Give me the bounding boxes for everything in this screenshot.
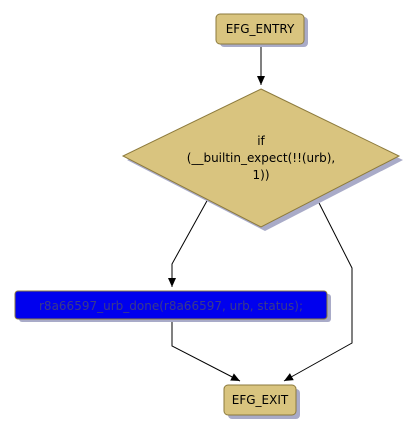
condition-node[interactable]: if (__builtin_expect(!!(urb), 1)) [121,88,403,231]
entry-node-box [215,13,305,45]
exit-node-box [223,384,297,416]
condition-line-2: (__builtin_expect(!!(urb), [187,151,335,165]
entry-node-label: EFG_ENTRY [226,22,295,36]
entry-node[interactable]: EFG_ENTRY [215,13,308,47]
edge-condition-to-exit [283,198,353,382]
edge-call-to-exit [171,321,241,382]
call-node[interactable]: r8a66597_urb_done(r8a66597, urb, status)… [14,290,331,322]
condition-node-diamond [121,88,401,228]
condition-line-1: if [257,134,265,148]
exit-node-label: EFG_EXIT [232,393,289,407]
condition-line-3: 1)) [253,168,270,182]
exit-node[interactable]: EFG_EXIT [223,384,300,419]
call-node-label: r8a66597_urb_done(r8a66597, urb, status)… [39,299,303,313]
edge-condition-to-call [168,198,209,287]
call-node-box [14,290,328,320]
